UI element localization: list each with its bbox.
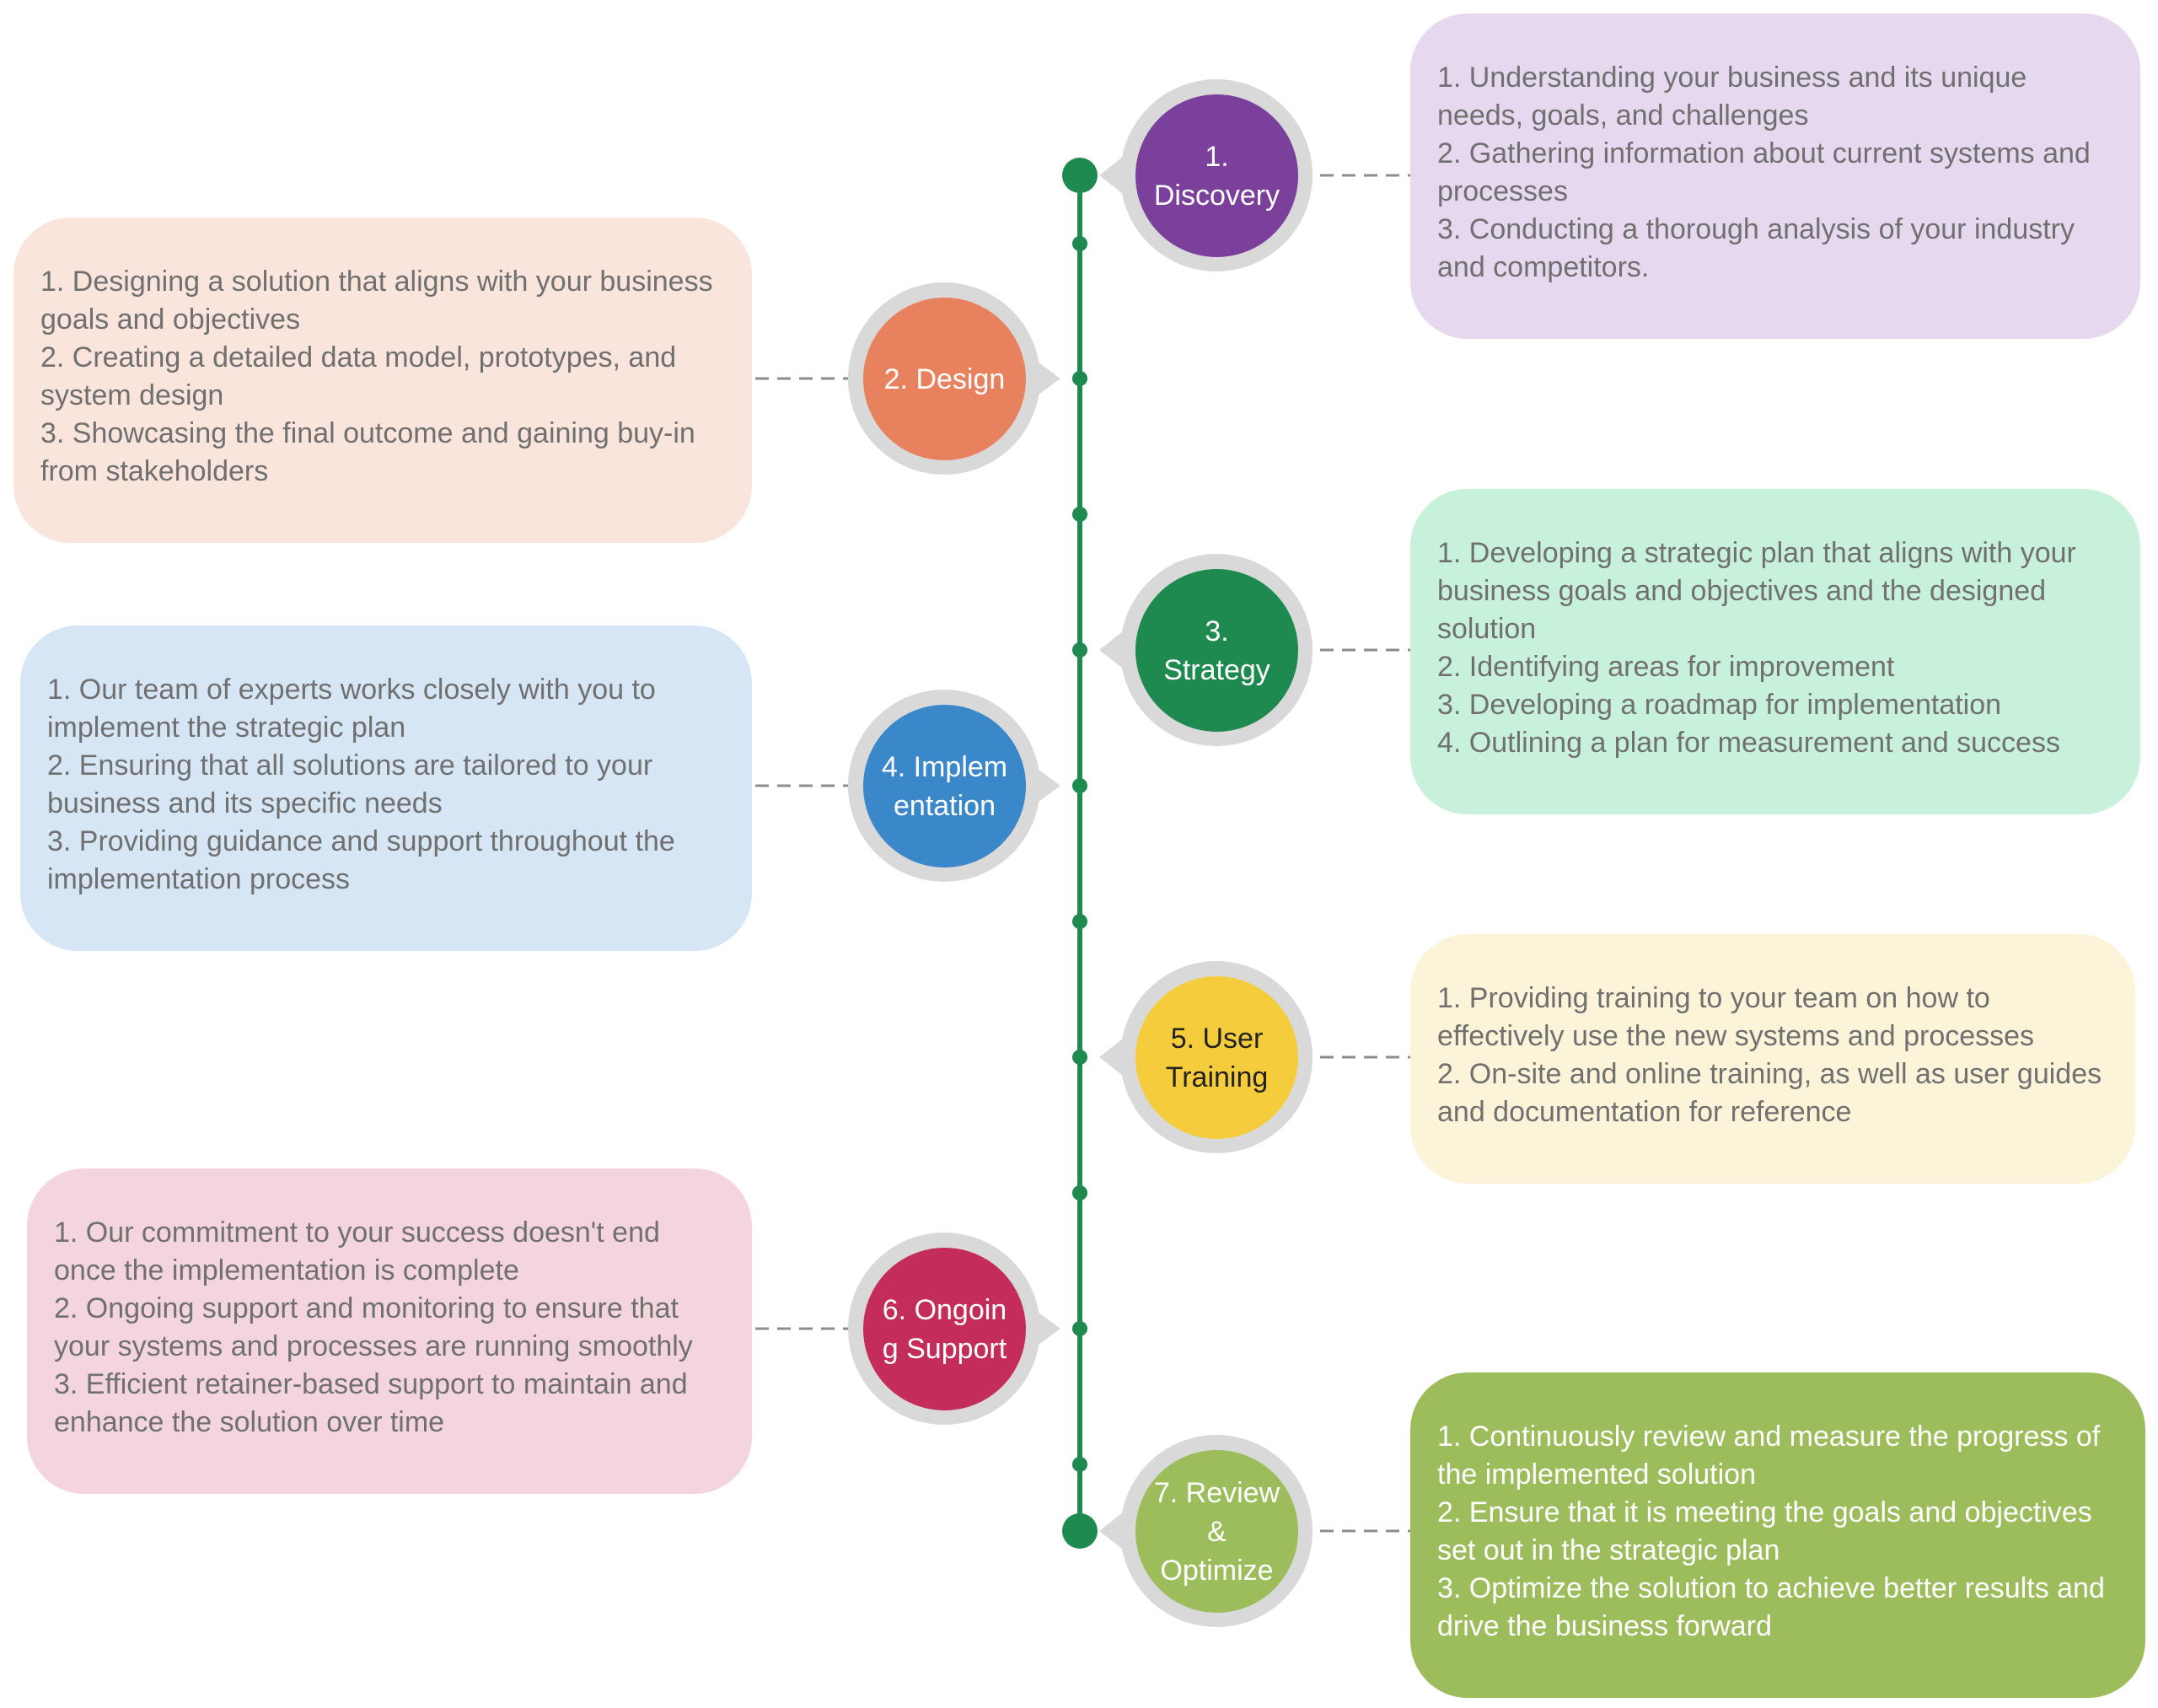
timeline-tick-dot bbox=[1072, 236, 1087, 251]
detail-line: business and its specific needs bbox=[47, 787, 443, 819]
detail-line: drive the business forward bbox=[1437, 1610, 1772, 1642]
timeline-tick-dot bbox=[1072, 1050, 1087, 1065]
detail-line: 2. Identifying areas for improvement bbox=[1437, 651, 1895, 683]
timeline-tick-dot bbox=[1072, 778, 1087, 793]
details-card-discovery: 1. Understanding your business and its u… bbox=[1410, 13, 2140, 339]
step-node-label: 2. Design bbox=[883, 363, 1006, 395]
step-node-implementation: 4. Implem entation bbox=[863, 705, 1026, 867]
detail-line: 2. Ensure that it is meeting the goals a… bbox=[1437, 1496, 2092, 1528]
detail-line: 3. Showcasing the final outcome and gain… bbox=[40, 417, 695, 449]
detail-line: the implemented solution bbox=[1437, 1458, 1757, 1490]
timeline-tick-dot bbox=[1072, 914, 1087, 929]
details-card-implementation: 1. Our team of experts works closely wit… bbox=[20, 626, 752, 951]
detail-line: 1. Understanding your business and its u… bbox=[1437, 62, 2027, 94]
detail-line: solution bbox=[1437, 613, 1537, 645]
detail-line: 2. Gathering information about current s… bbox=[1437, 137, 2091, 169]
details-card-design: 1. Designing a solution that aligns with… bbox=[13, 218, 752, 543]
detail-line: 3. Efficient retainer-based support to m… bbox=[54, 1368, 688, 1400]
timeline-tick-dot bbox=[1072, 507, 1087, 522]
detail-line: 3. Conducting a thorough analysis of you… bbox=[1437, 213, 2075, 245]
step-node-design: 2. Design bbox=[863, 298, 1026, 460]
detail-line: 1. Our team of experts works closely wit… bbox=[47, 674, 656, 706]
step-node-label: entation bbox=[894, 789, 996, 822]
step-node-label: 6. Ongoin bbox=[882, 1293, 1007, 1326]
step-node-label: Discovery bbox=[1153, 179, 1280, 212]
step-node-discovery: 1. Discovery bbox=[1135, 94, 1298, 257]
detail-line: 3. Providing guidance and support throug… bbox=[47, 825, 675, 857]
timeline-tick-dot bbox=[1072, 1185, 1087, 1200]
details-card-ongoing-support: 1. Our commitment to your success doesn'… bbox=[27, 1168, 752, 1494]
timeline-start-dot bbox=[1062, 158, 1098, 193]
detail-line: 1. Our commitment to your success doesn'… bbox=[54, 1217, 660, 1249]
detail-line: goals and objectives bbox=[40, 303, 301, 336]
detail-line: 4. Outlining a plan for measurement and … bbox=[1437, 727, 2060, 759]
details-card-strategy: 1. Developing a strategic plan that alig… bbox=[1410, 489, 2140, 814]
detail-line: implementation process bbox=[47, 863, 351, 895]
step-node-label: 1. bbox=[1205, 140, 1229, 173]
detail-line: system design bbox=[40, 379, 224, 411]
step-node-label: 3. bbox=[1205, 615, 1229, 647]
timeline-end-dot bbox=[1062, 1513, 1098, 1549]
step-node-review-optimize: 7. Review & Optimize bbox=[1135, 1450, 1298, 1613]
detail-line: once the implementation is complete bbox=[54, 1254, 519, 1286]
step-node-ongoing-support: 6. Ongoin g Support bbox=[863, 1248, 1026, 1410]
detail-line: processes bbox=[1437, 175, 1568, 207]
step-node-label: & bbox=[1207, 1515, 1227, 1548]
detail-line: 1. Providing training to your team on ho… bbox=[1437, 982, 1990, 1014]
detail-line: 1. Designing a solution that aligns with… bbox=[40, 266, 713, 298]
detail-line: 3. Optimize the solution to achieve bett… bbox=[1437, 1572, 2105, 1604]
step-node-strategy: 3. Strategy bbox=[1135, 569, 1298, 732]
step-node-label: 5. User bbox=[1170, 1022, 1264, 1055]
detail-line: business goals and objectives and the de… bbox=[1437, 575, 2047, 607]
detail-line: 2. Creating a detailed data model, proto… bbox=[40, 341, 677, 373]
step-node-label: 7. Review bbox=[1153, 1476, 1280, 1509]
detail-line: implement the strategic plan bbox=[47, 712, 406, 744]
detail-line: and documentation for reference bbox=[1437, 1096, 1852, 1128]
detail-line: 1. Continuously review and measure the p… bbox=[1437, 1421, 2101, 1453]
step-node-label: g Support bbox=[882, 1332, 1007, 1365]
detail-line: 3. Developing a roadmap for implementati… bbox=[1437, 689, 2002, 721]
timeline-tick-dot bbox=[1072, 642, 1087, 658]
step-node-label: Training bbox=[1165, 1061, 1269, 1093]
timeline-tick-dot bbox=[1072, 1457, 1087, 1472]
detail-line: and competitors. bbox=[1437, 251, 1650, 283]
detail-line: 2. Ensuring that all solutions are tailo… bbox=[47, 749, 653, 781]
detail-line: 2. Ongoing support and monitoring to ens… bbox=[54, 1292, 679, 1324]
details-card-review-optimize: 1. Continuously review and measure the p… bbox=[1410, 1372, 2145, 1698]
detail-line: needs, goals, and challenges bbox=[1437, 99, 1809, 132]
details-card-user-training: 1. Providing training to your team on ho… bbox=[1410, 934, 2135, 1184]
step-node-label: Strategy bbox=[1163, 653, 1270, 686]
detail-line: enhance the solution over time bbox=[54, 1406, 445, 1438]
detail-line: 2. On-site and online training, as well … bbox=[1437, 1058, 2102, 1090]
timeline-tick-dot bbox=[1072, 371, 1087, 386]
step-node-label: Optimize bbox=[1160, 1554, 1274, 1587]
detail-line: from stakeholders bbox=[40, 455, 269, 487]
detail-line: set out in the strategic plan bbox=[1437, 1534, 1780, 1566]
step-node-label: 4. Implem bbox=[881, 750, 1008, 783]
detail-line: effectively use the new systems and proc… bbox=[1437, 1020, 2035, 1052]
timeline-tick-dot bbox=[1072, 1321, 1087, 1336]
detail-line: your systems and processes are running s… bbox=[54, 1330, 693, 1362]
detail-line: 1. Developing a strategic plan that alig… bbox=[1437, 537, 2076, 569]
